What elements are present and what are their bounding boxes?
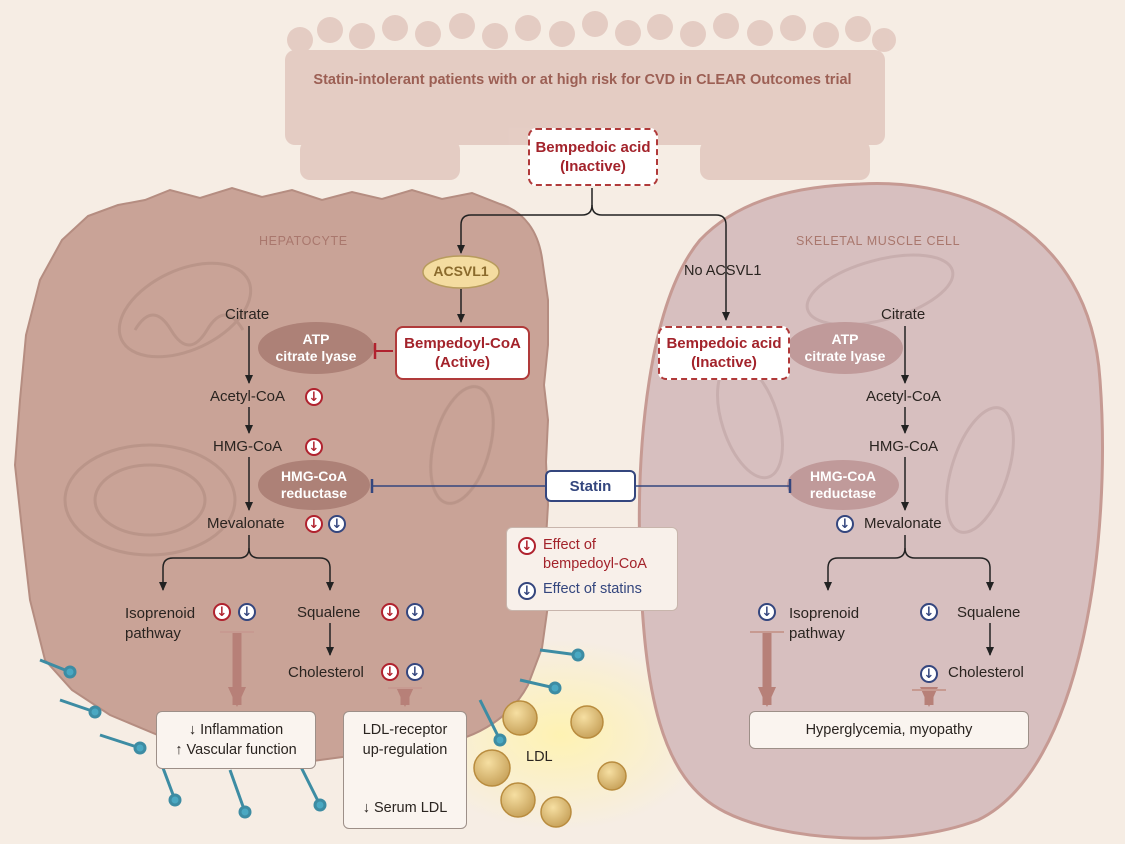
- hepatocyte-isoprenoid-pathway: Isoprenoid pathway: [125, 604, 195, 644]
- ldl-particle-label: LDL: [526, 749, 553, 765]
- down-arrow-red-circle-icon: ↓: [381, 663, 399, 681]
- hepatocyte-hmg-coa: HMG-CoA: [213, 438, 283, 455]
- outcome-hyperglycemia-box: Hyperglycemia, myopathy: [749, 711, 1029, 749]
- hmg-reductase-oval-hepatocyte: [258, 460, 370, 510]
- isoprenoid-line2: pathway: [125, 625, 181, 642]
- legend-statin-effect: Effect of statins: [543, 581, 642, 597]
- down-arrow-blue-circle-icon: ↓: [758, 603, 776, 621]
- atp-citrate-lyase-label-hepatocyte: ATP citrate lyase: [258, 331, 374, 365]
- hyperglycemia-myopathy: Hyperglycemia, myopathy: [805, 722, 973, 738]
- down-arrow-blue-circle-icon: ↓: [836, 515, 854, 533]
- outcome-inflammation-box: ↓ Inflammation ↑ Vascular function: [156, 711, 316, 769]
- bempedoic-acid-inactive-box: Bempedoic acid (Inactive): [528, 128, 658, 186]
- down-arrow-red-circle-icon: ↓: [305, 515, 323, 533]
- down-arrow-red-circle-icon: ↓: [305, 438, 323, 456]
- outcome-arrows: [228, 632, 938, 707]
- hmg-coa-reductase-line2: reductase: [809, 485, 877, 501]
- drug-distribution-connector: [457, 188, 730, 323]
- muscle-cholesterol: Cholesterol: [948, 664, 1024, 681]
- no-acsvl1-label: No ACSVL1: [684, 263, 762, 279]
- patient-crowd-silhouette: [285, 11, 896, 180]
- atp-lyase-oval-muscle: [787, 322, 903, 374]
- hmg-coa-reductase-label-hepatocyte: HMG-CoA reductase: [258, 468, 370, 502]
- acsvl1-oval: [422, 255, 500, 289]
- bempedoic-acid-label: Bempedoic acid: [535, 139, 651, 156]
- serum-ldl-line: ↓ Serum LDL: [362, 800, 448, 816]
- bempedoyl-coa-status: (Active): [434, 354, 490, 371]
- atp-lyase-oval-hepatocyte: [258, 322, 374, 374]
- down-arrow-blue-circle-icon: ↓: [238, 603, 256, 621]
- hepatocyte-cholesterol: Cholesterol: [288, 664, 364, 681]
- muscle-isoprenoid-pathway: Isoprenoid pathway: [789, 604, 859, 644]
- down-arrow-red-circle-icon: ↓: [381, 603, 399, 621]
- isoprenoid-line1: Isoprenoid: [125, 605, 196, 622]
- hepatocyte-citrate: Citrate: [225, 306, 270, 323]
- inhibition-lines: [370, 343, 792, 493]
- ldl-receptors: [39, 648, 585, 819]
- down-arrow-red-circle-icon: ↓: [305, 388, 323, 406]
- muscle-pathway-arrows: [824, 326, 994, 656]
- statin-label: Statin: [569, 477, 612, 495]
- outcome-ldl-box: LDL-receptor up-regulation ↓ Serum LDL: [343, 711, 467, 829]
- hepatocyte-squalene: Squalene: [297, 604, 361, 621]
- legend-red-icon: ↓: [518, 537, 536, 555]
- atp-citrate-lyase-label-muscle: ATP citrate lyase: [787, 331, 903, 365]
- outcome-arrow-caps: [220, 631, 946, 691]
- legend-bempedoyl-line2: bempedoyl-CoA: [543, 556, 647, 572]
- hmg-coa-reductase-label-muscle: HMG-CoA reductase: [787, 468, 899, 502]
- outcome-inflammation-line: ↓ Inflammation: [188, 722, 284, 738]
- atp-citrate-lyase-line2: citrate lyase: [275, 348, 357, 364]
- muscle-squalene: Squalene: [957, 604, 1021, 621]
- muscle-bempedoic-acid-box: Bempedoic acid (Inactive): [658, 326, 790, 380]
- hmg-coa-reductase-line1: HMG-CoA: [280, 468, 348, 484]
- statin-box: Statin: [545, 470, 636, 502]
- atp-citrate-lyase-line2: citrate lyase: [804, 348, 886, 364]
- acsvl1-label: ACSVL1: [433, 263, 489, 279]
- ldl-particles: [473, 700, 627, 828]
- legend-blue-icon: ↓: [518, 582, 536, 600]
- bempedoic-acid-status: (Inactive): [560, 158, 626, 175]
- bempedoyl-coa-label: Bempedoyl-CoA: [404, 335, 521, 352]
- muscle-citrate: Citrate: [881, 306, 926, 323]
- outcome-vascular-line: ↑ Vascular function: [175, 742, 297, 758]
- isoprenoid-line1: Isoprenoid: [789, 605, 860, 622]
- muscle-bempedoic-acid-status: (Inactive): [691, 354, 757, 371]
- figure-title: Statin-intolerant patients with or at hi…: [313, 72, 852, 88]
- hmg-coa-reductase-line1: HMG-CoA: [809, 468, 877, 484]
- legend-bempedoyl-line1: Effect of: [543, 537, 596, 553]
- hmg-reductase-oval-muscle: [787, 460, 899, 510]
- bempedoyl-coa-active-box: Bempedoyl-CoA (Active): [395, 326, 530, 380]
- down-arrow-blue-circle-icon: ↓: [920, 665, 938, 683]
- down-arrow-blue-circle-icon: ↓: [406, 603, 424, 621]
- muscle-mevalonate: Mevalonate: [864, 515, 942, 532]
- hmg-coa-reductase-line2: reductase: [280, 485, 348, 501]
- muscle-cell-title: SKELETAL MUSCLE CELL: [796, 234, 961, 248]
- hepatocyte-title: HEPATOCYTE: [259, 234, 348, 248]
- muscle-acetyl-coa: Acetyl-CoA: [866, 388, 942, 405]
- ldl-receptor-line2: up-regulation: [362, 742, 448, 758]
- down-arrow-blue-circle-icon: ↓: [328, 515, 346, 533]
- hepatocyte-organelles: [63, 261, 495, 557]
- atp-citrate-lyase-line1: ATP: [831, 331, 859, 347]
- isoprenoid-line2: pathway: [789, 625, 845, 642]
- hepatocyte-pathway-arrows: [159, 326, 334, 656]
- hepatocyte-mevalonate: Mevalonate: [207, 515, 285, 532]
- ldl-receptor-line1: LDL-receptor: [362, 722, 448, 738]
- hepatocyte-acetyl-coa: Acetyl-CoA: [210, 388, 286, 405]
- legend-bempedoyl-effect: Effect of bempedoyl-CoA: [543, 536, 647, 574]
- muscle-bempedoic-acid-label: Bempedoic acid: [666, 335, 782, 352]
- muscle-hmg-coa: HMG-CoA: [869, 438, 939, 455]
- down-arrow-red-circle-icon: ↓: [213, 603, 231, 621]
- atp-citrate-lyase-line1: ATP: [302, 331, 330, 347]
- down-arrow-blue-circle-icon: ↓: [406, 663, 424, 681]
- down-arrow-blue-circle-icon: ↓: [920, 603, 938, 621]
